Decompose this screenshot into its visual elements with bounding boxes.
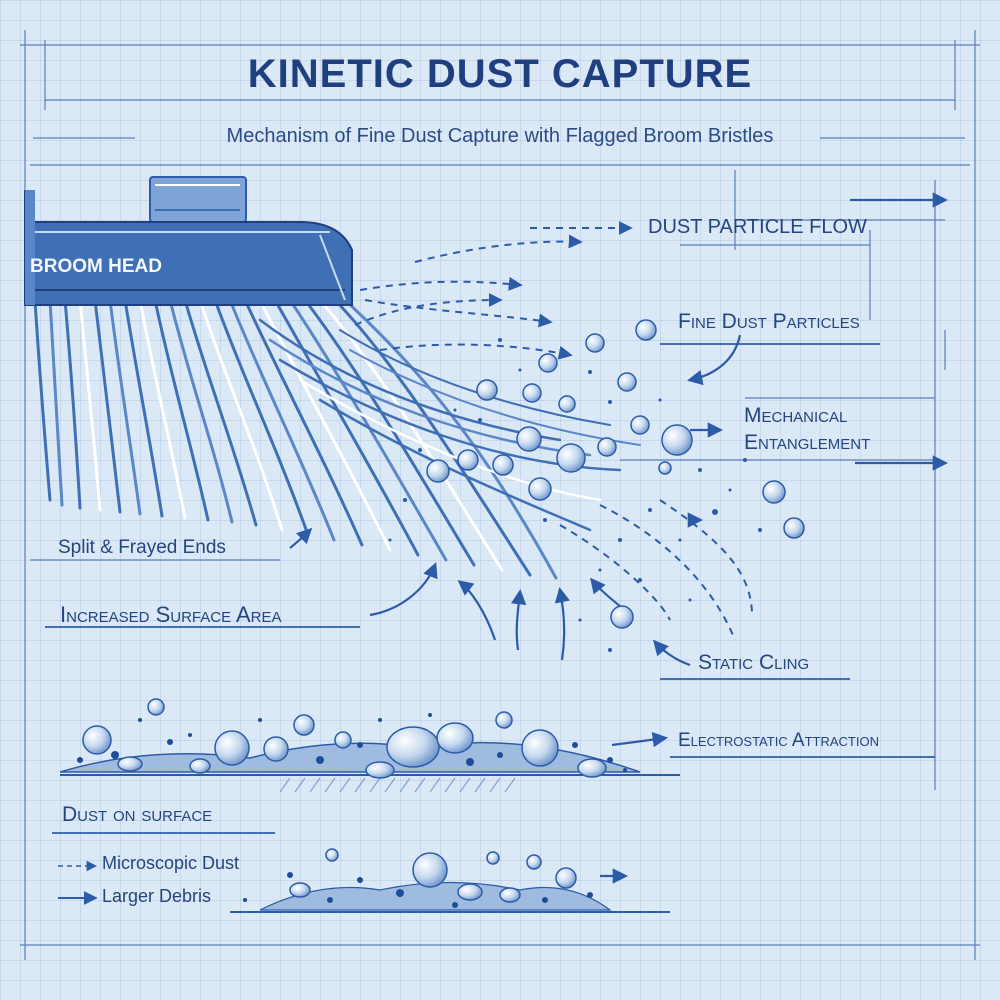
flow-arrows <box>354 221 753 641</box>
bristles <box>33 298 641 580</box>
increased-surface-area-label: Increased Surface Area <box>60 602 282 627</box>
label-underlines <box>45 343 935 834</box>
legend-larger-debris: Larger Debris <box>102 886 212 906</box>
mechanical-entanglement-label: Mechanical Entanglement <box>744 402 870 456</box>
frame-lines <box>20 30 980 960</box>
broom-head-block <box>24 176 353 306</box>
page-subtitle: Mechanism of Fine Dust Capture with Flag… <box>226 125 774 147</box>
dust-particles <box>426 319 805 629</box>
legend-dust-sample <box>58 848 670 913</box>
fine-specks <box>388 338 762 652</box>
static-cling-label: Static Cling <box>698 651 810 674</box>
surface-dust-pile <box>59 698 680 793</box>
mechanical-line: Mechanical <box>744 404 848 427</box>
broom-head-label: BROOM HEAD <box>30 256 162 277</box>
electrostatic-attraction-label: Electrostatic Attraction <box>678 730 879 751</box>
dust-particle-flow-label: DUST PARTICLE FLOW <box>648 216 867 238</box>
page-title: KINETIC DUST CAPTURE <box>247 52 753 96</box>
fine-dust-particles-label: Fine Dust Particles <box>678 310 860 333</box>
dust-on-surface-label: Dust on surface <box>62 803 213 826</box>
legend-microscopic-dust: Microscopic Dust <box>102 853 240 873</box>
split-frayed-ends-label: Split & Frayed Ends <box>58 537 226 558</box>
entanglement-line: Entanglement <box>744 431 871 454</box>
